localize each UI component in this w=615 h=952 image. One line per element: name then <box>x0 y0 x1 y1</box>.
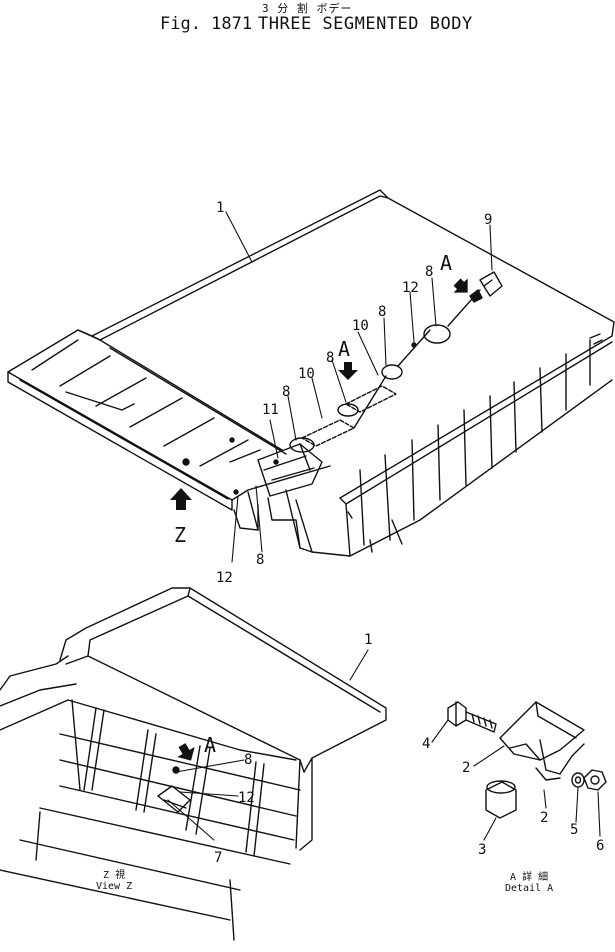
figure-number: Fig. 1871 <box>160 14 253 34</box>
callout-8: 8 <box>244 752 252 768</box>
callout-a: A <box>204 733 216 757</box>
callout-8: 8 <box>282 384 290 400</box>
callout-1: 1 <box>364 632 372 648</box>
callout-4: 4 <box>422 736 430 752</box>
callout-7: 7 <box>214 850 222 866</box>
detail-a-caption-jp: A 詳 細 <box>510 872 549 883</box>
arrow-a-icon <box>453 278 468 293</box>
callout-2: 2 <box>540 810 548 826</box>
callout-8: 8 <box>256 552 264 568</box>
callout-11: 11 <box>262 402 279 418</box>
callout-5: 5 <box>570 822 578 838</box>
view-z-caption-jp: Z 視 <box>103 870 126 881</box>
arrow-a-icon <box>338 362 358 380</box>
leader-lines-view-z <box>167 649 369 841</box>
callout-z: Z <box>174 523 186 547</box>
figure-title: THREE SEGMENTED BODY <box>258 14 473 34</box>
callout-12: 12 <box>216 570 233 586</box>
leader-lines-main <box>225 211 493 563</box>
callout-8: 8 <box>425 264 433 280</box>
detail-a-caption: A 詳 細 Detail A <box>505 872 553 894</box>
callout-9: 9 <box>484 212 492 228</box>
callout-10: 10 <box>352 318 369 334</box>
callouts-view-z: 1 A 8 12 7 <box>204 632 372 866</box>
callouts-main: 1 9 8 A 12 10 8 A 8 10 8 11 8 Z 12 8 <box>174 200 492 586</box>
view-arrows <box>170 278 468 510</box>
title-kana: 3 分 割 ボデー <box>262 2 353 15</box>
detail-a-drawing <box>447 701 607 819</box>
view-z-caption-en: View Z <box>96 881 133 892</box>
callout-2: 2 <box>462 760 470 776</box>
arrow-a-icon <box>177 743 195 761</box>
arrow-z-icon <box>170 488 192 510</box>
callout-3: 3 <box>478 842 486 858</box>
callouts-detail-a: 4 2 3 2 5 6 <box>422 736 604 858</box>
callout-12: 12 <box>238 790 255 806</box>
leader-lines-detail-a <box>431 719 601 841</box>
detail-a-caption-en: Detail A <box>505 883 554 894</box>
callout-a: A <box>338 337 350 361</box>
view-z-caption: Z 視 View Z <box>96 870 132 892</box>
callout-8: 8 <box>326 350 334 366</box>
callout-10: 10 <box>298 366 315 382</box>
callout-a: A <box>440 251 452 275</box>
callout-6: 6 <box>596 838 604 854</box>
callout-1: 1 <box>216 200 224 216</box>
callout-12: 12 <box>402 280 419 296</box>
dump-body-main <box>7 189 615 557</box>
callout-8: 8 <box>378 304 386 320</box>
view-z-drawing <box>0 587 387 941</box>
